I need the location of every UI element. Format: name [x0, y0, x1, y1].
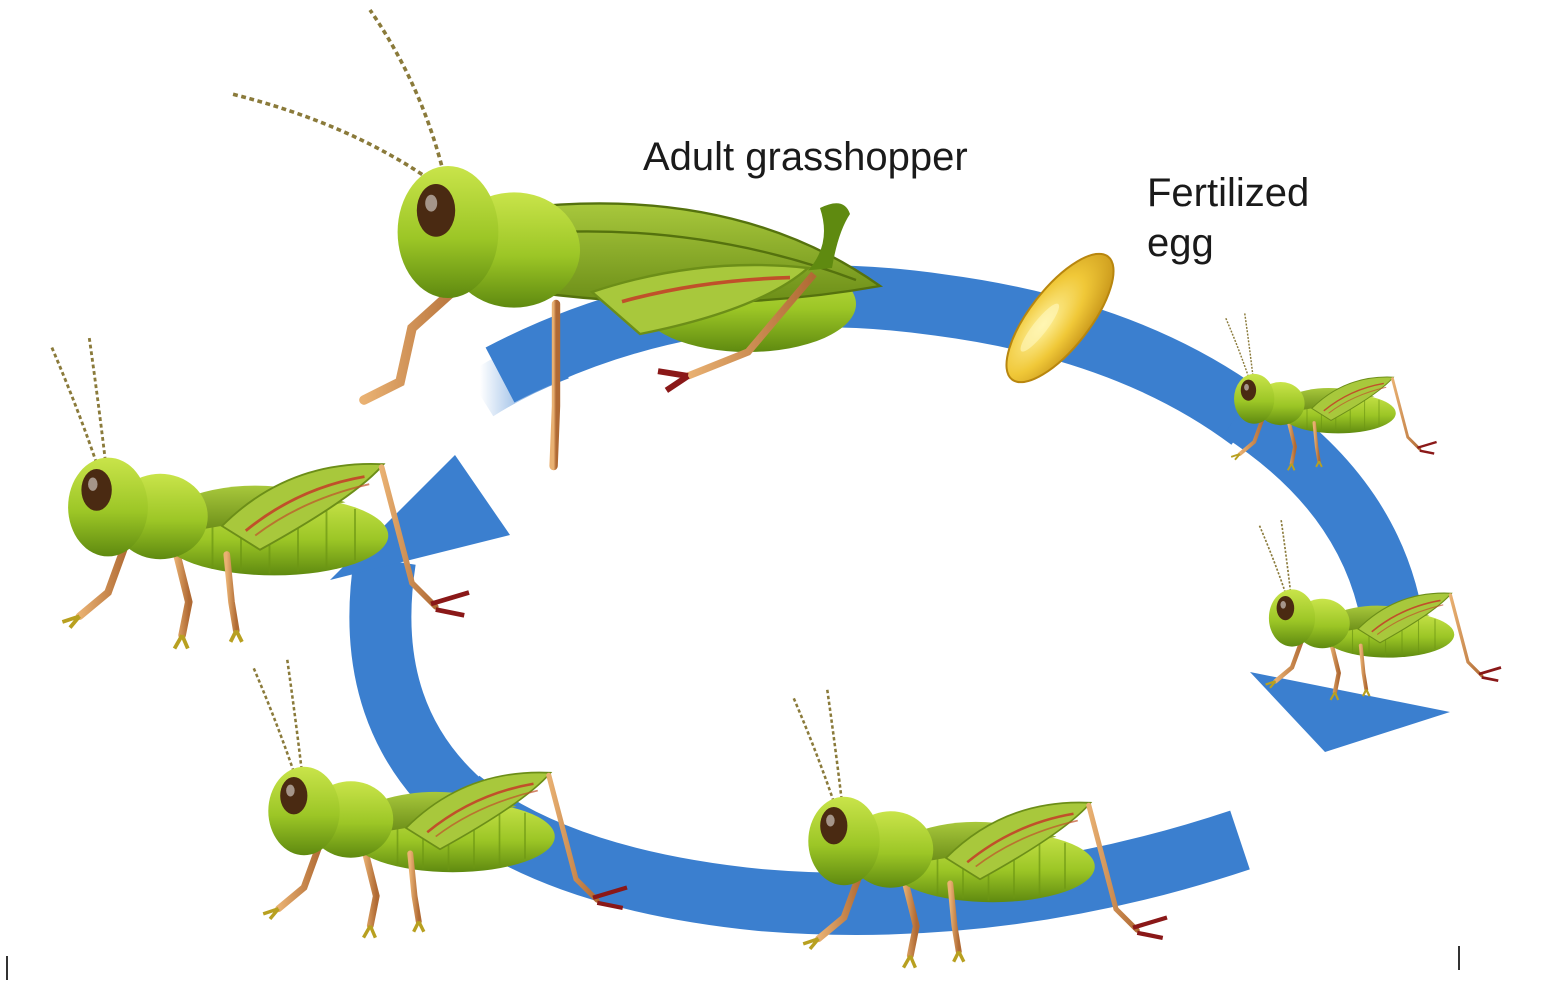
- arrow-head-right: [1250, 672, 1450, 752]
- right-edge-mark: [1458, 946, 1460, 970]
- nymph-4: [253, 658, 627, 938]
- fertilized-egg-label-line2: egg: [1147, 218, 1309, 268]
- left-edge-mark: [6, 956, 8, 980]
- adult-grasshopper: [232, 10, 880, 466]
- fertilized-egg-label: Fertilized egg: [1147, 168, 1309, 268]
- arrow-band-top: [500, 296, 1250, 420]
- adult-grasshopper-label: Adult grasshopper: [643, 132, 968, 182]
- fertilized-egg-label-line1: Fertilized: [1147, 168, 1309, 218]
